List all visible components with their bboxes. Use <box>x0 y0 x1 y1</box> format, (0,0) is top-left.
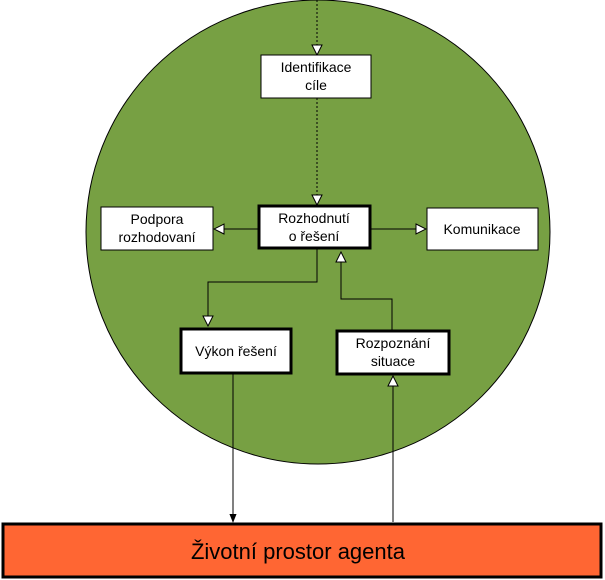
node-rozhodnuti-line-1: Rozhodnutí <box>278 210 350 226</box>
node-komunikace-line-1: Komunikace <box>443 221 520 237</box>
node-komunikace: Komunikace <box>426 207 539 251</box>
node-identifikace: Identifikace cíle <box>260 54 372 99</box>
arrow-rozhodnuti-to-vykon <box>208 249 318 326</box>
connectors <box>208 0 426 523</box>
node-rozpoznani-line-2: situace <box>371 353 416 369</box>
environment-bar <box>1 522 603 579</box>
node-identifikace-line-2: cíle <box>305 77 327 93</box>
node-rozhodnuti: Rozhodnutí o řešení <box>257 204 372 250</box>
arrow-rozpoznani-to-rozhodnuti <box>341 252 393 331</box>
node-podpora-line-2: rozhodovaní <box>118 229 195 245</box>
node-vykon-line-1: Výkon řešení <box>195 343 277 359</box>
node-rozpoznani: Rozpoznání situace <box>335 329 451 376</box>
environment-label: Životní prostor agenta <box>191 539 406 564</box>
node-rozhodnuti-line-2: o řešení <box>289 228 340 244</box>
node-identifikace-line-1: Identifikace <box>281 59 352 75</box>
node-vykon: Výkon řešení <box>179 327 293 375</box>
node-podpora: Podpora rozhodovaní <box>100 206 214 251</box>
node-podpora-line-1: Podpora <box>131 211 184 227</box>
node-rozpoznani-line-1: Rozpoznání <box>356 335 431 351</box>
